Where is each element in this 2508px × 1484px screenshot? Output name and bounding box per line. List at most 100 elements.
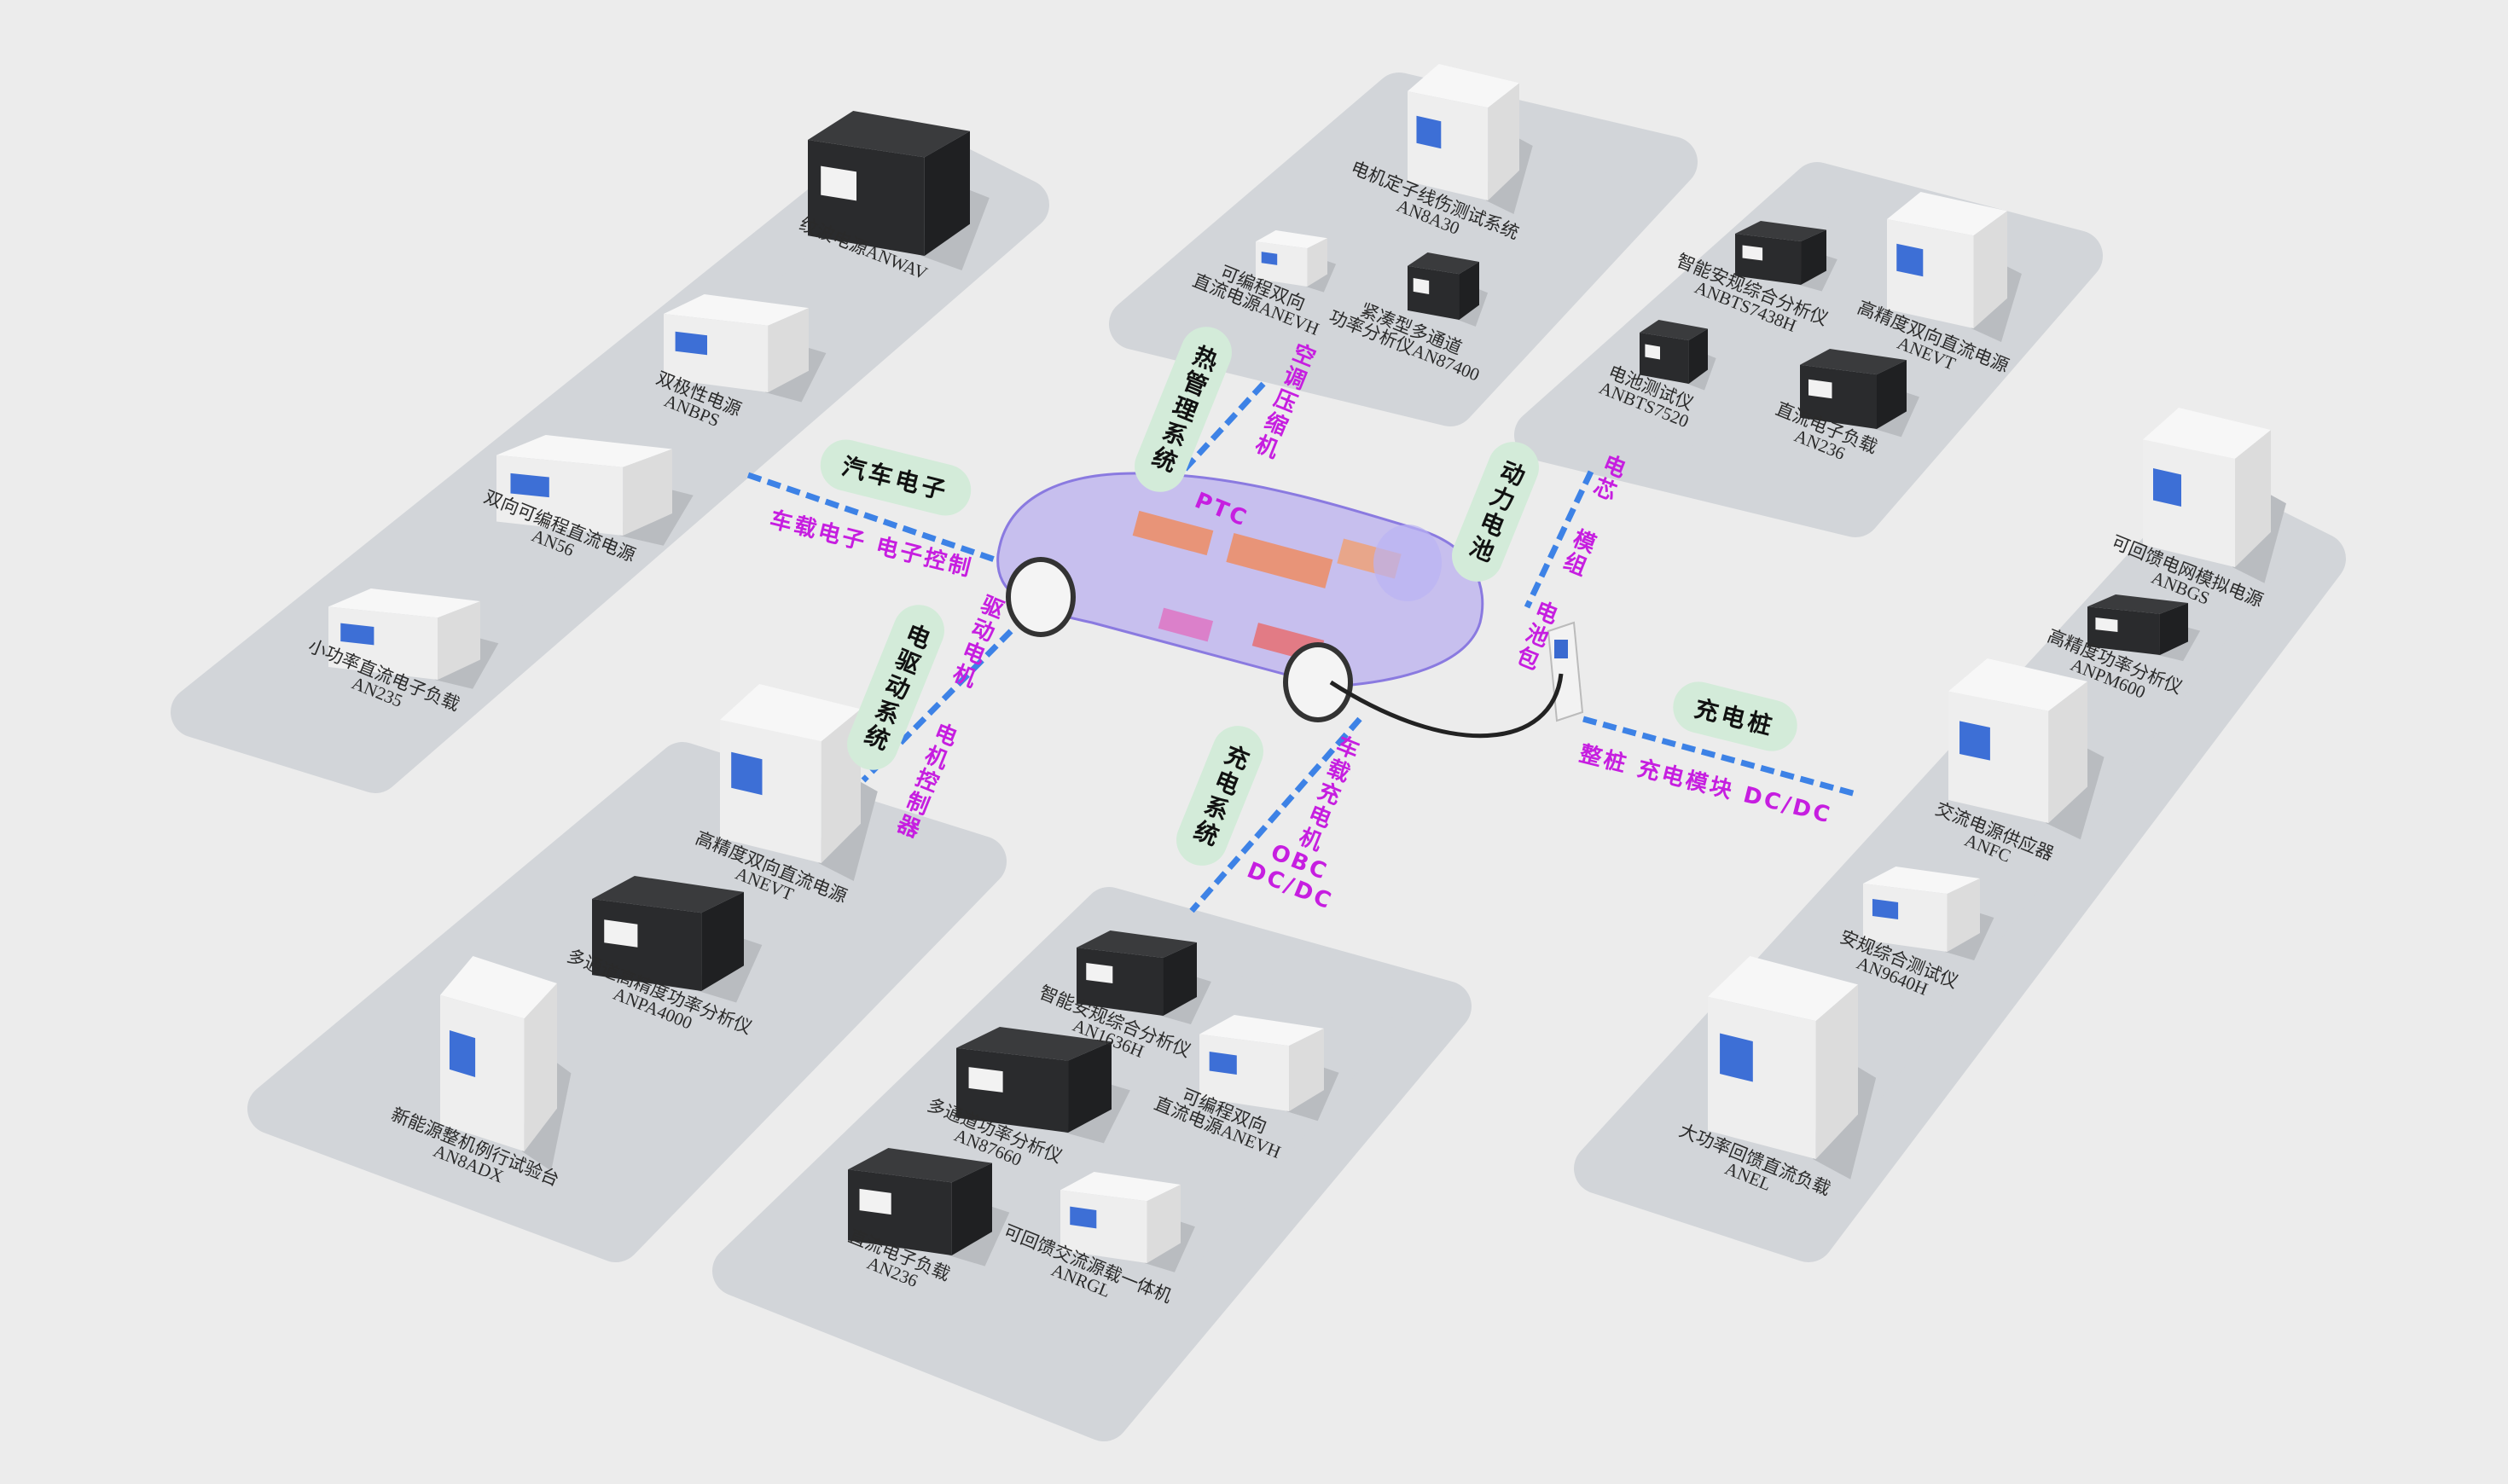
device-face-top xyxy=(2143,408,2271,459)
device-face-top xyxy=(808,111,970,158)
device-an56[interactable] xyxy=(496,435,694,546)
device-face-top xyxy=(1408,252,1479,275)
device-face-side xyxy=(1815,984,1858,1159)
device-face-top xyxy=(1408,64,1519,108)
device-an8a30[interactable] xyxy=(1408,64,1533,214)
device-face-side xyxy=(2159,602,2188,655)
device-face-side xyxy=(1688,328,1708,384)
car-illustration xyxy=(996,472,1484,722)
device-anpm600[interactable] xyxy=(2087,594,2201,662)
device-screen xyxy=(1413,278,1430,294)
device-face-top xyxy=(592,876,744,913)
device-face-side xyxy=(701,891,744,991)
device-face-side xyxy=(1307,238,1327,287)
device-face-top xyxy=(328,588,480,618)
device-face-front xyxy=(1408,265,1460,320)
device-face-top xyxy=(496,435,672,467)
device-face-top xyxy=(1199,1015,1324,1046)
device-face-side xyxy=(438,600,480,680)
device-screen xyxy=(340,623,374,646)
device-face-front xyxy=(1948,691,2049,823)
device-screen xyxy=(1086,963,1113,983)
device-screen xyxy=(1896,243,1924,277)
device-face-side xyxy=(1488,83,1519,201)
device-an87400[interactable] xyxy=(1408,252,1489,327)
device-screen xyxy=(968,1067,1003,1093)
platform-motor-test xyxy=(1109,72,1698,426)
device-screen xyxy=(1261,252,1278,265)
device-face-top xyxy=(1735,221,1826,241)
device-face-side xyxy=(1947,878,1980,952)
device-anevh-bottom[interactable] xyxy=(1199,1015,1339,1122)
device-screen xyxy=(821,165,856,201)
link-line-battery xyxy=(1524,470,1594,609)
device-face-side xyxy=(1163,942,1197,1016)
device-face-front xyxy=(1708,996,1816,1159)
device-face-side xyxy=(1147,1184,1181,1263)
device-face-top xyxy=(1256,230,1327,249)
device-face-top xyxy=(1948,658,2087,711)
device-an1636h[interactable] xyxy=(1077,930,1211,1024)
device-face-top xyxy=(1887,192,2007,236)
device-screen xyxy=(1645,344,1660,360)
device-face-side xyxy=(1801,229,1826,285)
device-face-top xyxy=(1640,320,1708,340)
device-screen xyxy=(1808,379,1832,399)
device-face-side xyxy=(1459,262,1479,320)
device-screen xyxy=(449,1030,476,1077)
device-screen xyxy=(731,751,763,796)
charging-post xyxy=(1329,621,1584,739)
device-screen xyxy=(675,331,707,356)
device-face-side xyxy=(2235,430,2271,567)
device-screen xyxy=(604,919,638,948)
link-line-charging-pile xyxy=(1582,716,1860,798)
device-screen xyxy=(1872,899,1899,919)
device-screen xyxy=(510,472,549,498)
device-screen xyxy=(2153,468,2181,507)
device-anevh-top[interactable] xyxy=(1256,230,1337,293)
device-screen xyxy=(859,1188,891,1215)
device-screen xyxy=(1959,721,1990,761)
device-anbgs[interactable] xyxy=(2143,408,2286,583)
device-an9640h[interactable] xyxy=(1863,867,1994,960)
device-anel[interactable] xyxy=(1708,956,1877,1180)
device-face-side xyxy=(768,308,809,392)
device-face-top xyxy=(1800,349,1907,375)
device-face-side xyxy=(1877,360,1907,429)
device-anpa4000[interactable] xyxy=(592,876,763,1003)
device-face-side xyxy=(951,1162,992,1255)
device-face-top xyxy=(1060,1172,1181,1202)
device-face-side xyxy=(924,130,970,256)
device-face-side xyxy=(1289,1028,1324,1111)
device-anbts7438h[interactable] xyxy=(1735,221,1837,292)
device-anrgl[interactable] xyxy=(1060,1172,1195,1272)
device-screen xyxy=(1070,1206,1097,1229)
device-anbps[interactable] xyxy=(664,294,827,403)
device-face-side xyxy=(623,449,672,536)
device-an8adx[interactable] xyxy=(440,956,572,1171)
device-face-side xyxy=(1973,211,2007,328)
system-item-obc-charger: 车载充电机 xyxy=(1292,731,1362,855)
device-face-top xyxy=(2087,594,2188,614)
device-face-top xyxy=(1863,867,1980,894)
device-face-side xyxy=(524,983,557,1151)
device-face-side xyxy=(1068,1041,1112,1133)
device-screen xyxy=(2095,617,2118,633)
device-face-side xyxy=(2048,681,2087,823)
device-anbts7520[interactable] xyxy=(1640,320,1716,391)
device-anwav[interactable] xyxy=(808,111,990,270)
device-face-top xyxy=(720,684,861,742)
device-face-top xyxy=(956,1027,1112,1061)
device-an236-top[interactable] xyxy=(1800,349,1919,438)
device-an87660[interactable] xyxy=(956,1027,1130,1144)
device-an236-bottom[interactable] xyxy=(848,1148,1010,1267)
device-screen xyxy=(1742,245,1763,261)
device-screen xyxy=(1416,115,1442,149)
link-line-charging xyxy=(1189,716,1362,913)
device-anfc[interactable] xyxy=(1948,658,2105,840)
device-anevt-bottom[interactable] xyxy=(720,684,878,881)
device-anevt-top[interactable] xyxy=(1887,192,2022,342)
device-an235[interactable] xyxy=(328,588,499,689)
device-face-top xyxy=(1077,930,1197,958)
device-screen xyxy=(1209,1051,1237,1075)
